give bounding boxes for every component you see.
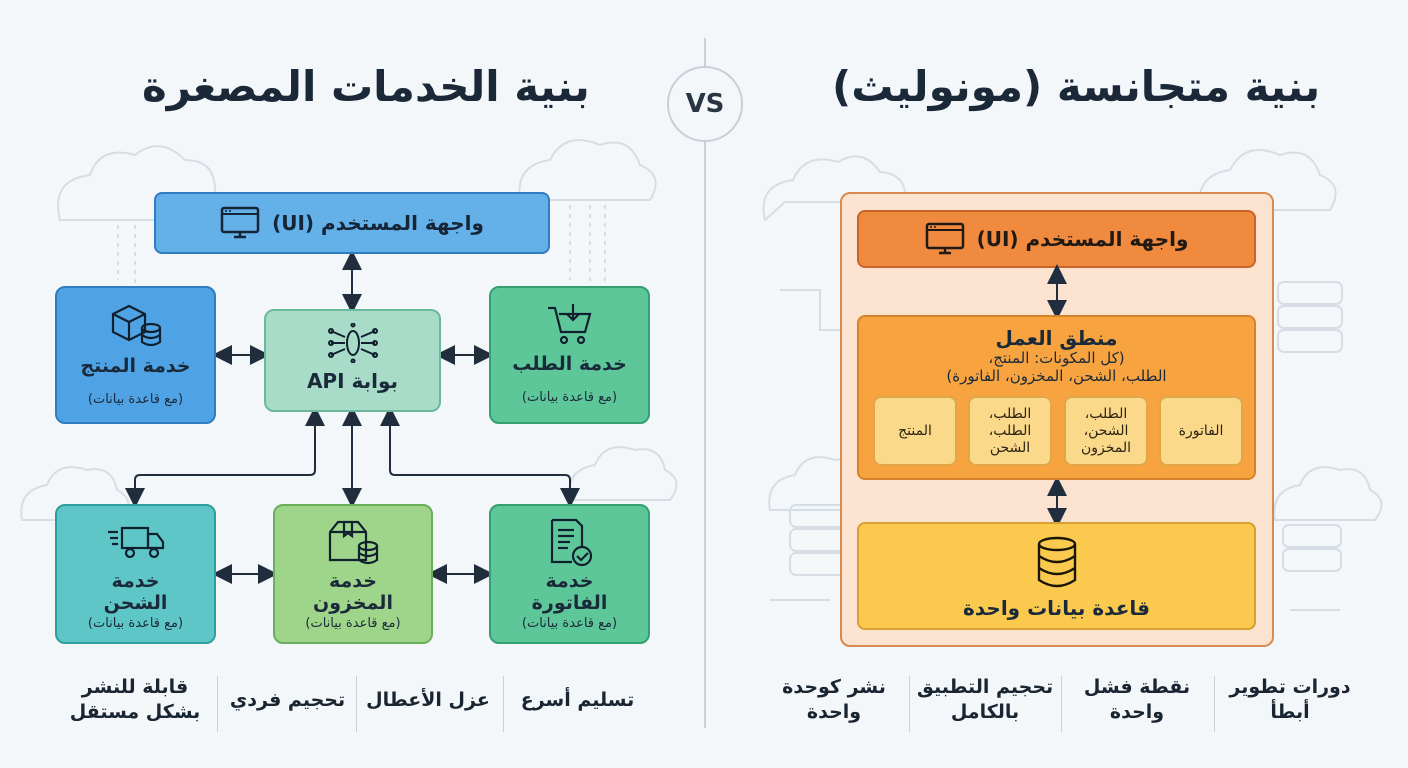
benefit-separator	[356, 676, 357, 732]
mono-drawback-line: دورات تطوير	[1229, 676, 1351, 698]
inventory-service-note: (مع قاعدة بيانات)	[305, 616, 401, 631]
database-icon	[1037, 536, 1076, 588]
micro-benefit-fault-isolation: عزل الأعطال	[358, 668, 498, 732]
mono-drawback-line: تحجيم التطبيق	[916, 676, 1054, 698]
api-gateway-card: بوابة API	[264, 309, 441, 412]
inventory-service-label: خدمة المخزون	[313, 570, 393, 614]
micro-benefit-line: تحجيم فردي	[229, 688, 346, 711]
component-product: المنتج	[873, 396, 957, 466]
component-label: الفاتورة	[1178, 422, 1224, 439]
center-divider	[704, 38, 706, 728]
cloud-icon	[1273, 466, 1383, 521]
cart-icon	[547, 304, 591, 345]
monitor-icon	[220, 206, 260, 239]
inventory-service-label-line2: المخزون	[313, 592, 393, 614]
benefit-separator	[217, 676, 218, 732]
shipping-service-note: (مع قاعدة بيانات)	[87, 616, 184, 631]
shipping-service-label: خدمة الشحن	[104, 570, 168, 614]
component-label: الشحن	[989, 439, 1031, 456]
benefit-separator	[909, 676, 910, 732]
component-label: الشحن،	[1083, 422, 1129, 439]
shipping-service-label-line1: خدمة	[111, 570, 160, 592]
mono-drawback-single-deploy: نشر كوحدة واحدة	[760, 668, 908, 732]
business-logic-desc-line2: الطلب، الشحن، المخزون، الفاتورة)	[946, 367, 1167, 385]
single-database-label: قاعدة بيانات واحدة	[963, 596, 1150, 620]
box-database-icon	[111, 304, 161, 347]
monolith-title: بنية متجانسة (مونوليث)	[832, 62, 1321, 111]
inventory-service-label-line1: خدمة	[329, 570, 377, 592]
shipping-service-card: خدمة الشحن (مع قاعدة بيانات)	[55, 504, 216, 644]
mono-drawback-line: بالكامل	[950, 701, 1020, 723]
benefit-separator	[503, 676, 504, 732]
package-database-icon	[328, 520, 379, 565]
mono-drawback-line: واحدة	[1109, 701, 1165, 723]
mono-drawback-line: واحدة	[806, 701, 862, 723]
cloud-icon	[1198, 149, 1337, 211]
component-label: الطلب،	[988, 422, 1032, 439]
benefit-separator	[1061, 676, 1062, 732]
component-label: الطلب،	[1084, 405, 1128, 422]
cloud-icon	[568, 446, 678, 501]
micro-benefit-line: تسليم أسرع	[520, 688, 635, 711]
cloud-icon	[762, 155, 907, 222]
component-order-shipping: الطلب،الطلب،الشحن	[968, 396, 1052, 466]
order-service-label: خدمة الطلب	[512, 353, 627, 375]
api-gateway-label: بوابة API	[306, 369, 399, 393]
business-logic-desc-line1: (كل المكونات: المنتج،	[988, 349, 1125, 367]
api-network-icon	[327, 323, 378, 363]
cloud-icon	[57, 145, 219, 221]
business-logic-title: منطق العمل	[995, 326, 1118, 350]
micro-benefit-faster-delivery: تسليم أسرع	[505, 668, 650, 732]
component-order-inventory: الطلب،الشحن،المخزون	[1064, 396, 1148, 466]
product-service-card: خدمة المنتج (مع قاعدة بيانات)	[55, 286, 216, 424]
micro-benefit-independent-deploy: قابلة للنشر بشكل مستقل	[45, 668, 225, 732]
mono-drawback-line: نقطة فشل	[1083, 676, 1191, 698]
component-label: الطلب،	[988, 405, 1032, 422]
invoice-service-note: (مع قاعدة بيانات)	[521, 616, 618, 631]
component-label: المنتج	[898, 422, 932, 439]
component-label: المخزون	[1080, 439, 1132, 456]
invoice-service-label-line1: خدمة	[545, 570, 594, 592]
server-icon	[1277, 281, 1343, 353]
mono-drawback-line: نشر كوحدة	[782, 676, 886, 698]
mono-drawback-line: أبطأ	[1270, 701, 1310, 723]
mono-drawback-full-scaling: تحجيم التطبيق بالكامل	[911, 668, 1059, 732]
mono-drawback-single-failure-point: نقطة فشل واحدة	[1063, 668, 1211, 732]
invoice-check-icon	[550, 518, 592, 567]
monitor-icon	[925, 222, 964, 255]
invoice-service-label: خدمة الفاتورة	[532, 570, 608, 614]
mono-ui-layer: واجهة المستخدم (UI)	[857, 210, 1256, 268]
order-service-note: (مع قاعدة بيانات)	[521, 390, 618, 405]
mono-drawback-slower-cycles: دورات تطوير أبطأ	[1216, 668, 1364, 732]
truck-icon	[107, 526, 164, 559]
micro-ui-label: واجهة المستخدم (UI)	[272, 211, 484, 235]
single-database-layer: قاعدة بيانات واحدة	[857, 522, 1256, 630]
invoice-service-card: خدمة الفاتورة (مع قاعدة بيانات)	[489, 504, 650, 644]
product-service-note: (مع قاعدة بيانات)	[87, 392, 184, 407]
micro-ui-layer: واجهة المستخدم (UI)	[154, 192, 550, 254]
product-service-label: خدمة المنتج	[80, 355, 191, 377]
micro-benefit-line: بشكل مستقل	[69, 701, 201, 723]
microservices-title: بنية الخدمات المصغرة	[142, 62, 590, 111]
mono-ui-label: واجهة المستخدم (UI)	[976, 227, 1189, 251]
vs-badge: VS	[667, 66, 743, 142]
order-service-card: خدمة الطلب (مع قاعدة بيانات)	[489, 286, 650, 424]
invoice-service-label-line2: الفاتورة	[531, 592, 608, 614]
shipping-service-label-line2: الشحن	[103, 592, 168, 614]
micro-benefit-individual-scaling: تحجيم فردي	[220, 668, 355, 732]
benefit-separator	[1214, 676, 1215, 732]
inventory-service-card: خدمة المخزون (مع قاعدة بيانات)	[273, 504, 433, 644]
micro-benefit-line: عزل الأعطال	[366, 688, 490, 711]
component-invoice: الفاتورة	[1159, 396, 1243, 466]
server-icon	[1282, 524, 1342, 572]
micro-benefit-line: قابلة للنشر	[81, 676, 189, 698]
